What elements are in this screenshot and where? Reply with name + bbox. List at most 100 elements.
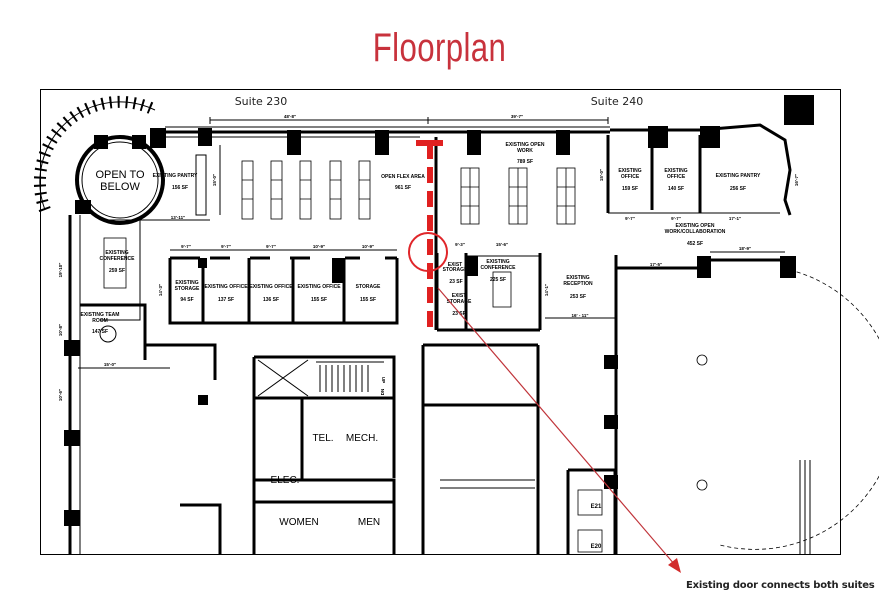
flex-name: OPEN FLEX AREA — [381, 174, 425, 180]
dimension-label: 19'-10" — [58, 263, 63, 278]
office-155-area: 155 SF — [311, 297, 327, 303]
office-140-name: EXISTING — [664, 168, 687, 174]
pantry-240-area: 256 SF — [730, 186, 746, 192]
dimension-label: 9'-7" — [221, 244, 231, 249]
collab-name-2: WORK/COLLABORATION — [665, 229, 726, 235]
reception-name-2: RECEPTION — [563, 281, 593, 287]
building-core: UP DN TEL. MECH. ELEC. WOMEN MEN E21 E20 — [145, 343, 811, 554]
exist-storage-1-name: EXIST — [448, 262, 462, 268]
dimension-label: 10'-9" — [313, 244, 325, 249]
dimension-label: 17'-5" — [650, 262, 662, 267]
office-159-name-2: OFFICE — [621, 174, 640, 180]
collab-name: EXISTING OPEN — [676, 223, 715, 229]
open-to-below-label-2: BELOW — [100, 181, 140, 193]
mech-room-label: MECH. — [346, 433, 378, 444]
dimension-label: 17'-1" — [729, 216, 741, 221]
open-work-area: 789 SF — [517, 159, 533, 165]
office-136-area: 136 SF — [263, 297, 279, 303]
reception-area: 253 SF — [570, 294, 586, 300]
dimension-label: 16' - 11" — [572, 313, 589, 318]
suite-240-north: 39'-7" EXISTING OPEN WORK 789 SF 15'-0" … — [428, 114, 799, 253]
dimension-label: 14'-1" — [544, 284, 549, 296]
conf-240-name: EXISTING — [486, 259, 509, 265]
tel-room-label: TEL. — [312, 433, 333, 444]
office-159-name: EXISTING — [618, 168, 641, 174]
office-137-area: 137 SF — [218, 297, 234, 303]
conf-240-name-2: CONFERENCE — [480, 265, 516, 271]
dimension-label: 13'-11" — [171, 215, 185, 220]
conf-230-area: 259 SF — [109, 268, 125, 274]
suite-230-north: EXISTING PANTRY 156 SF OPEN FLEX AREA 96… — [140, 114, 429, 221]
workstations-230 — [241, 160, 371, 220]
dimension-label: 9'-3" — [455, 242, 465, 247]
door-highlight-circle — [408, 232, 448, 272]
stair-up-label: UP — [381, 377, 386, 383]
dimension-label: 15'-6" — [496, 242, 508, 247]
collab-area: 452 SF — [687, 241, 703, 247]
suite-230-label: Suite 230 — [235, 95, 288, 108]
dimension-label: 15'-0" — [104, 362, 116, 367]
open-to-below-label: OPEN TO — [95, 169, 145, 181]
dimension-label: 10'-8" — [58, 324, 63, 336]
connecting-door-highlight — [408, 140, 681, 573]
flex-area: 961 SF — [395, 185, 411, 191]
annotation-text: Existing door connects both suites — [686, 580, 875, 591]
conf-240-area: 225 SF — [490, 277, 506, 283]
storage-155-area: 155 SF — [360, 297, 376, 303]
dimension-label: 15'-0" — [599, 169, 604, 181]
workstations-240 — [460, 167, 576, 225]
pantry-230-name: EXISTING PANTRY — [153, 173, 198, 179]
office-159-area: 159 SF — [622, 186, 638, 192]
dimension-label: 9'-7" — [181, 244, 191, 249]
rotunda: OPEN TO BELOW — [33, 95, 165, 225]
office-137-name: EXISTING OFFICE — [204, 284, 248, 290]
dimension-label: 48'-8" — [284, 114, 296, 119]
suite-230-offices: 9'-7" 9'-7" 9'-7" 10'-9" 10'-9" 14'-3" E… — [158, 244, 399, 325]
suite-240-label: Suite 240 — [591, 95, 644, 108]
annotation-arrow-line — [437, 287, 676, 566]
storage-155-name: STORAGE — [356, 284, 381, 290]
storage-94-name-2: STORAGE — [175, 286, 200, 292]
arrow-head-icon — [668, 558, 681, 573]
office-140-area: 140 SF — [668, 186, 684, 192]
office-136-name: EXISTING OFFICE — [249, 284, 293, 290]
open-work-name: EXISTING OPEN — [506, 142, 545, 148]
reception-name: EXISTING — [566, 275, 589, 281]
exist-storage-2-area: 23 SF — [452, 311, 465, 317]
team-room-name: EXISTING TEAM — [81, 312, 120, 318]
office-155-name: EXISTING OFFICE — [297, 284, 341, 290]
dimension-label: 16'-7" — [794, 174, 799, 186]
dimension-label: 10'-9" — [362, 244, 374, 249]
suite-240-south: 9'-3" 15'-6" EXIST STORAGE 23 SF EXIST S… — [435, 242, 879, 554]
page-title: Floorplan — [372, 26, 507, 70]
dimension-label: 9'-7" — [671, 216, 681, 221]
dimension-label: 15'-0" — [212, 174, 217, 186]
exist-storage-2-name-2: STORAGE — [447, 299, 472, 305]
dimension-label: 9'-7" — [266, 244, 276, 249]
exterior-walls — [64, 95, 814, 554]
women-restroom-label: WOMEN — [279, 517, 318, 528]
dimension-label: 39'-7" — [511, 114, 523, 119]
suite-230-west: EXISTING CONFERENCE 259 SF EXISTING TEAM… — [58, 219, 170, 401]
dimension-label: 9'-7" — [625, 216, 635, 221]
pantry-240-name: EXISTING PANTRY — [716, 173, 761, 179]
open-work-name-2: WORK — [517, 148, 533, 154]
dimension-label: 14'-3" — [158, 284, 163, 296]
plan-frame — [40, 89, 841, 555]
conf-230-name-2: CONFERENCE — [99, 256, 135, 262]
elevator-e21-label: E21 — [591, 504, 602, 510]
exist-storage-1-area: 23 SF — [449, 279, 462, 285]
conf-230-name: EXISTING — [105, 250, 128, 256]
dimension-label: 18'-9" — [739, 246, 751, 251]
storage-94-area: 94 SF — [180, 297, 193, 303]
elec-room-label: ELEC. — [271, 475, 300, 486]
pantry-230-area: 156 SF — [172, 185, 188, 191]
office-140-name-2: OFFICE — [667, 174, 686, 180]
elevator-e20-label: E20 — [591, 544, 602, 550]
team-room-name-2: ROOM — [92, 318, 108, 324]
exist-storage-1-name-2: STORAGE — [443, 267, 468, 273]
exist-storage-2-name: EXIST — [452, 293, 466, 299]
stair-dn-label: DN — [380, 389, 385, 396]
storage-94-name: EXISTING — [175, 280, 198, 286]
